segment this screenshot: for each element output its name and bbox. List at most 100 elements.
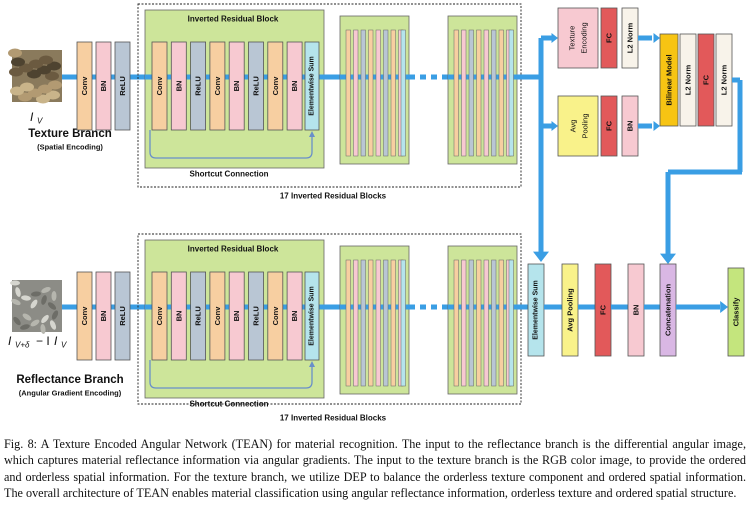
irb-relu-layer-label: ReLU	[252, 306, 261, 326]
irb-bn-layer	[286, 41, 303, 131]
irb-block-2	[339, 245, 410, 395]
final-elementwise-sum	[527, 263, 545, 357]
input-image-texture	[46, 90, 60, 100]
input-label: I	[8, 334, 12, 348]
input-image-texture	[20, 82, 34, 92]
input-image-texture	[18, 92, 32, 102]
irb-thin-layer	[360, 259, 366, 387]
irb-thin-layer	[453, 29, 459, 157]
stem-conv-layer	[76, 271, 93, 361]
texture-encoding-label: Encoding	[580, 22, 589, 53]
stem-conv-layer-label: Conv	[80, 76, 89, 96]
irb-thin-layer	[375, 259, 381, 387]
irb-title: Inverted Residual Block	[188, 15, 279, 24]
input-image-texture	[27, 69, 41, 79]
input-image-texture	[37, 65, 51, 75]
reflectance-input-image	[10, 280, 62, 334]
irb-block-3	[447, 245, 518, 395]
shortcut-arrow	[309, 131, 315, 137]
avg-pooling-label: Pooling	[581, 113, 590, 138]
irb-thin-layer	[375, 29, 381, 157]
irb-thin-layer	[353, 259, 359, 387]
blocks-frame	[137, 3, 522, 188]
stem-bn-layer-label: BN	[99, 311, 108, 322]
texture-input-image	[8, 48, 62, 104]
input-label: I	[30, 110, 34, 124]
irb-thin-layer	[390, 259, 396, 387]
bilinear-fc-layer	[697, 33, 715, 127]
input-image-texture	[13, 316, 21, 326]
irb-relu-layer-label: ReLU	[252, 76, 261, 96]
input-image-texture	[19, 63, 33, 73]
input-image-texture	[22, 313, 32, 321]
bilinear-arrow-top	[653, 33, 660, 43]
stem-conv-layer-label: Conv	[80, 306, 89, 326]
input-image-texture	[36, 94, 50, 104]
stem-relu-layer-label: ReLU	[118, 306, 127, 326]
avgpool-fc-layer-label: FC	[605, 120, 614, 131]
input-image-texture	[10, 86, 24, 96]
texture-fc-layer	[600, 7, 618, 69]
irb-relu-layer	[190, 41, 207, 131]
irb-conv-layer	[151, 41, 168, 131]
irb-relu-layer	[248, 271, 264, 361]
irb-thin-elementwise	[508, 259, 514, 387]
irb-conv-layer-label: Conv	[271, 76, 280, 96]
input-image-texture	[48, 80, 62, 90]
texture-merge-arrow	[533, 251, 549, 262]
irb-thin-layer	[353, 29, 359, 157]
encoding-arrow	[551, 33, 558, 43]
irb-relu-layer	[190, 271, 207, 361]
input-image-texture	[41, 286, 51, 294]
irb-relu-layer-label: ReLU	[194, 306, 203, 326]
irb-thin-layer	[360, 29, 366, 157]
input-image-texture	[41, 295, 47, 305]
input-label-sub: V+δ	[15, 341, 30, 350]
irb-block-3	[447, 15, 518, 165]
bilinear-l2norm-layer-label: L2 Norm	[684, 64, 693, 95]
irb-conv-layer-label: Conv	[155, 76, 164, 96]
stem-bn-layer-label: BN	[99, 81, 108, 92]
irb-bn-layer	[228, 271, 245, 361]
input-image-texture	[11, 57, 25, 67]
input-image-texture	[47, 61, 61, 71]
irb-thin-layer	[345, 29, 351, 157]
bilinear-model-layer-label: Bilinear Model	[665, 54, 674, 105]
input-image-texture	[31, 291, 41, 297]
irb-thin-layer	[368, 259, 374, 387]
input-image-texture	[28, 88, 42, 98]
input-image-texture	[20, 324, 30, 330]
input-image-texture	[9, 67, 23, 77]
irb-bn-layer-label: BN	[174, 311, 183, 322]
irb-conv-layer	[267, 41, 284, 131]
branch-subtitle: (Spatial Encoding)	[37, 143, 103, 152]
branch-subtitle: (Angular Gradient Encoding)	[19, 389, 122, 398]
final-elementwise-sum-label: Elementwise Sum	[533, 280, 540, 340]
shortcut-label: Shortcut Connection	[189, 400, 268, 409]
input-image-texture	[41, 314, 49, 324]
irb-conv-layer-label: Conv	[213, 306, 222, 326]
input-label-sub2: V	[61, 341, 67, 350]
irb-bn-layer	[228, 41, 245, 131]
input-image-texture	[51, 291, 57, 301]
stem-bn-layer	[95, 271, 112, 361]
irb-thin-layer	[483, 29, 489, 157]
irb-conv-layer-label: Conv	[155, 306, 164, 326]
input-image-texture	[29, 59, 43, 69]
bilinear-l2norm-layer	[679, 33, 697, 127]
irb-thin-layer	[390, 29, 396, 157]
texture-l2norm-layer-label: L2 Norm	[626, 22, 635, 53]
avgpool-arrow	[551, 121, 558, 131]
irb-relu-layer	[248, 41, 264, 131]
irb-elementwise-sum-label: Elementwise Sum	[309, 56, 316, 116]
irb-thin-elementwise	[508, 29, 514, 157]
irb-thin-layer	[383, 29, 389, 157]
irb-block-2	[339, 15, 410, 165]
avg-pooling-box	[557, 95, 599, 157]
shortcut-label: Shortcut Connection	[189, 170, 268, 179]
irb-relu-layer-label: ReLU	[194, 76, 203, 96]
concatenation-layer	[659, 263, 677, 357]
input-image-texture	[45, 71, 59, 81]
irb-conv-layer-label: Conv	[213, 76, 222, 96]
